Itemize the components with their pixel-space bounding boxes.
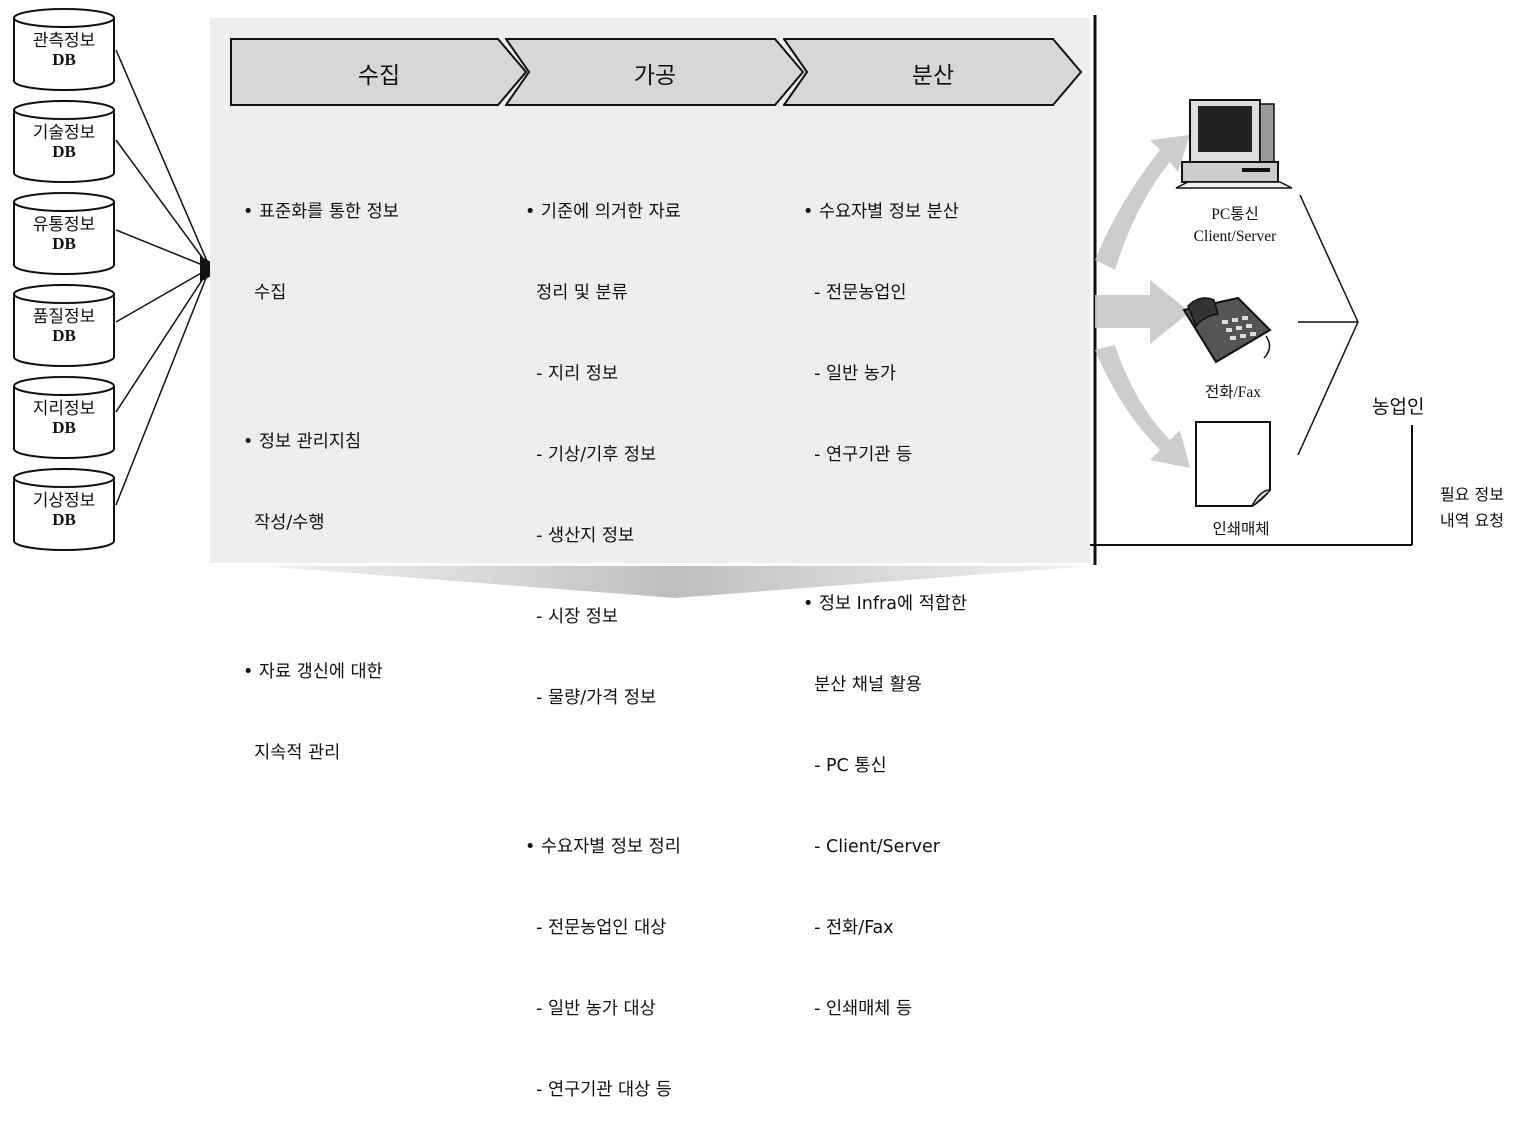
cylinder-icon: [13, 376, 115, 459]
db-fan-lines: [115, 49, 211, 506]
cylinder-icon: [13, 192, 115, 275]
db-cylinder-observation: 관측정보 DB: [12, 8, 116, 91]
distribute-sub-item: - 전문농업인: [803, 283, 907, 303]
db-name: 관측정보: [32, 31, 96, 51]
db-cylinder-geography: 지리정보 DB: [12, 376, 116, 459]
process-sub-item: - 일반 농가 대상: [525, 999, 656, 1019]
chevron-shape: [505, 38, 805, 106]
distribute-sub-item: - Client/Server: [803, 837, 940, 857]
distribute-bullet-cont: 분산 채널 활용: [803, 675, 922, 695]
distribute-sub-item: - 전화/Fax: [803, 918, 894, 938]
request-line: 내역 요청: [1440, 511, 1504, 530]
stage-label: 수집: [357, 63, 401, 89]
db-label: DB: [52, 326, 76, 345]
process-sub-item: - 물량/가격 정보: [525, 688, 657, 708]
distribute-sub-item: - 인쇄매체 등: [803, 999, 913, 1019]
info-request-note: 필요 정보 내역 요청: [1440, 482, 1504, 534]
stage-process: 가공: [505, 38, 805, 106]
chevron-shape: [230, 38, 528, 106]
distribute-bullet: • 수요자별 정보 분산: [803, 202, 959, 222]
db-label: DB: [52, 510, 76, 529]
process-panel: [210, 18, 1090, 563]
cylinder-icon: [13, 468, 115, 551]
db-name: 유통정보: [32, 215, 96, 235]
process-sub-item: - 연구기관 대상 등: [525, 1080, 672, 1100]
db-name: 기술정보: [32, 123, 96, 143]
collect-bullet: • 정보 관리지침: [243, 432, 362, 452]
computer-icon: [1175, 99, 1293, 189]
process-bullet: • 수요자별 정보 정리: [525, 837, 681, 857]
pc-device-label: PC통신 Client/Server: [1170, 204, 1300, 248]
db-name: 품질정보: [32, 307, 96, 327]
print-media-label: 인쇄매체: [1212, 520, 1270, 538]
process-sub-item: - 기상/기후 정보: [525, 445, 657, 465]
db-label: DB: [52, 234, 76, 253]
db-cylinder-quality: 품질정보 DB: [12, 284, 116, 367]
distribute-sub-item: - PC 통신: [803, 756, 887, 776]
collect-column: • 표준화를 통한 정보 수집 • 정보 관리지침 작성/수행 • 자료 갱신에…: [243, 145, 399, 794]
distribute-sub-item: - 연구기관 등: [803, 445, 913, 465]
collect-bullet-cont: 지속적 관리: [243, 743, 341, 763]
cylinder-icon: [13, 284, 115, 367]
telephone-icon: [1182, 296, 1272, 364]
distribute-bullet: • 정보 Infra에 적합한: [803, 594, 967, 614]
stage-distribute: 분산: [783, 38, 1083, 106]
farmer-label: 농업인: [1372, 396, 1425, 418]
db-name: 기상정보: [32, 491, 96, 511]
phone-fax-label: 전화/Fax: [1204, 384, 1262, 401]
process-sub-item: - 전문농업인 대상: [525, 918, 667, 938]
process-sub-item: - 생산지 정보: [525, 526, 635, 546]
collect-bullet-cont: 작성/수행: [243, 513, 325, 533]
collect-bullet-cont: 수집: [243, 283, 287, 303]
pc-label-line: PC통신: [1211, 206, 1259, 223]
cylinder-icon: [13, 100, 115, 183]
pc-label-line: Client/Server: [1193, 228, 1277, 245]
process-bullet: • 기준에 의거한 자료: [525, 202, 681, 222]
collect-bullet: • 표준화를 통한 정보: [243, 202, 399, 222]
stage-label: 가공: [633, 63, 677, 89]
db-label: DB: [52, 50, 76, 69]
db-cylinder-weather: 기상정보 DB: [12, 468, 116, 551]
collect-bullet: • 자료 갱신에 대한: [243, 662, 383, 682]
distribute-column: • 수요자별 정보 분산 - 전문농업인 - 일반 농가 - 연구기관 등 • …: [803, 145, 967, 1050]
process-sub-item: - 지리 정보: [525, 364, 618, 384]
db-cylinder-technology: 기술정보 DB: [12, 100, 116, 183]
distribute-sub-item: - 일반 농가: [803, 364, 896, 384]
farmer-bracket: [1297, 194, 1359, 456]
process-sub-item: - 시장 정보: [525, 607, 618, 627]
process-bullet-cont: 정리 및 분류: [525, 283, 628, 303]
db-name: 지리정보: [32, 399, 96, 419]
process-column: • 기준에 의거한 자료 정리 및 분류 - 지리 정보 - 기상/기후 정보 …: [525, 145, 681, 1131]
stage-label: 분산: [911, 63, 955, 89]
db-label: DB: [52, 142, 76, 161]
document-icon: [1195, 421, 1271, 507]
request-line: 필요 정보: [1440, 485, 1504, 504]
chevron-shape: [783, 38, 1083, 106]
cylinder-icon: [13, 8, 115, 91]
stage-collect: 수집: [230, 38, 528, 106]
db-cylinder-distribution: 유통정보 DB: [12, 192, 116, 275]
db-label: DB: [52, 418, 76, 437]
